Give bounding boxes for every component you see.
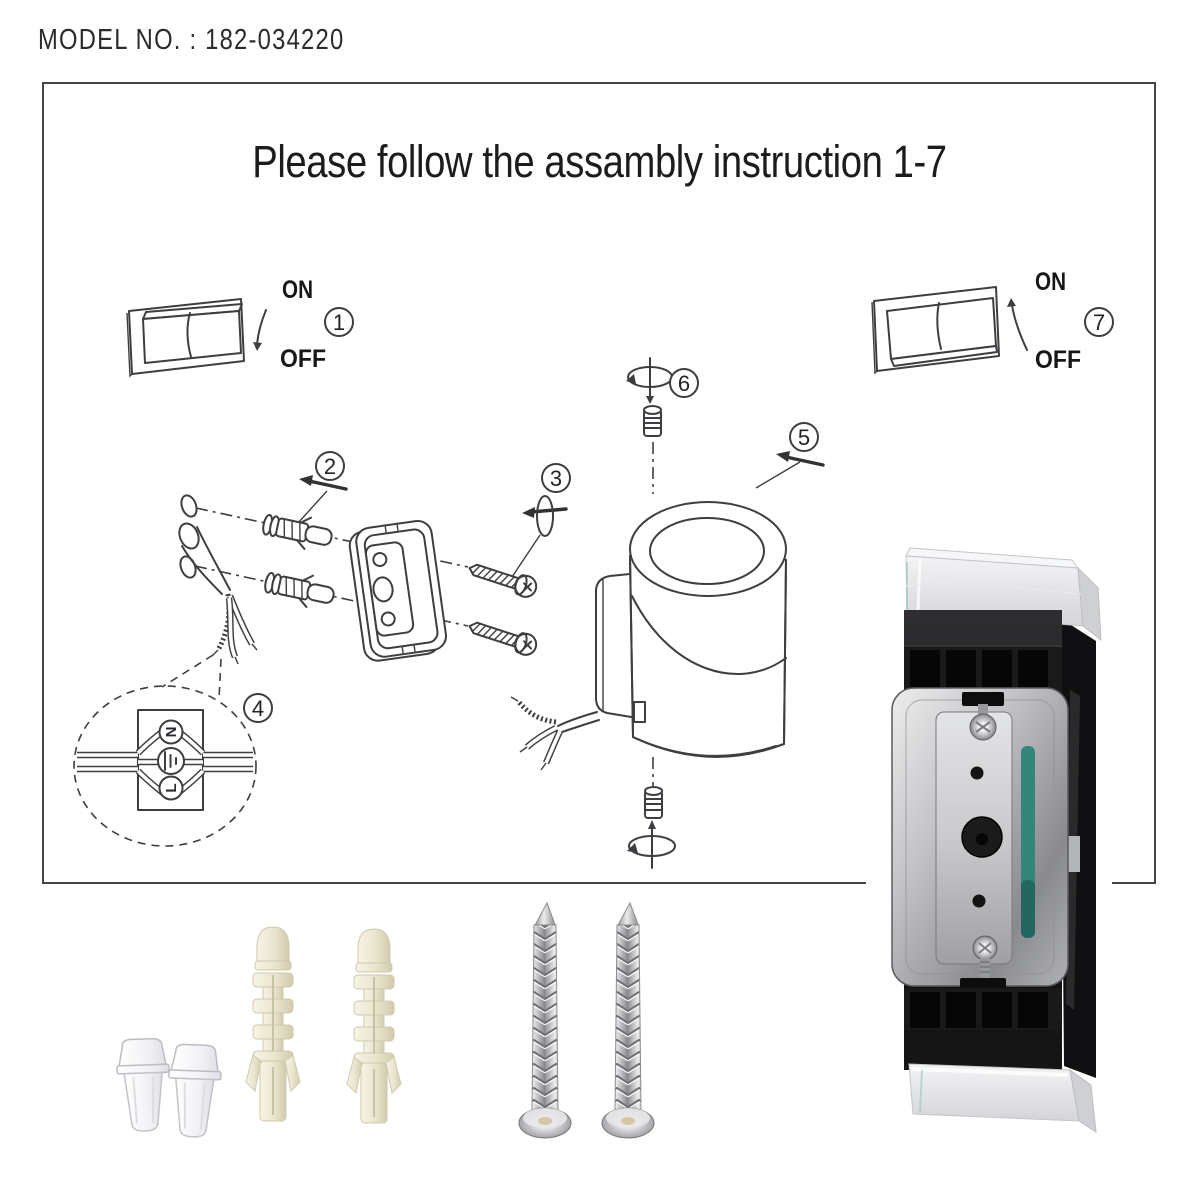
bracket-arm-tab [633,701,646,723]
step-badge-6: 6 [669,368,699,398]
model-number: MODEL NO. : 182-034220 [38,24,344,57]
wire-connector-photo-1 [116,1037,170,1132]
wall-cylinder-drawing [629,501,787,758]
callout-leader-2 [218,658,222,700]
wall-anchor-drawing-1 [262,513,333,550]
step-badge-1: 1 [324,307,354,337]
product-photo [866,536,1112,1148]
mounting-bracket-drawing [348,520,447,662]
set-screw-drawing-top [643,405,662,437]
set-screw-drawing-bottom [644,786,663,819]
step7-switch-drawing [871,286,1000,375]
step-badge-7: 7 [1084,307,1114,337]
step7-toggle-arrow [1007,298,1028,351]
terminal-l-label: L [163,783,180,792]
mounting-screw-drawing-2 [468,621,538,656]
step2-insert-arrow [297,475,348,524]
step1-toggle-arrow [253,309,267,351]
wall-anchor-photo-1 [245,926,301,1122]
photo-glass-top [905,547,1102,642]
svg-text:1: 1 [333,310,345,335]
bottom-rotate-icon [627,820,676,869]
photo-fins-bottom [904,988,1062,1034]
svg-text:7: 7 [1093,310,1105,335]
svg-text:6: 6 [678,371,690,396]
svg-text:2: 2 [324,454,336,479]
wire-connector-photo-2 [168,1043,222,1138]
photo-mounting-plate [891,687,1069,992]
photo-glass-bottom [908,1063,1097,1133]
step6-rotate-icon [626,357,673,404]
step1-switch-drawing [126,298,245,378]
step1-off-label: OFF [280,345,326,373]
panel-title-text: Please follow the assambly instruction 1… [251,136,947,187]
step7-on-label: ON [1035,268,1066,296]
fixture-wires-drawing [510,696,600,771]
step-badge-2: 2 [315,451,345,481]
wall-cable-drawing [178,522,258,665]
photo-fins-top [904,645,1062,694]
svg-text:3: 3 [550,466,562,491]
wall-holes [179,494,198,579]
svg-text:5: 5 [798,425,810,450]
callout-leader-1 [161,654,214,688]
terminal-live [158,775,184,801]
step-badge-4: 4 [243,693,273,723]
svg-text:4: 4 [252,696,264,721]
step7-off-label: OFF [1035,346,1081,374]
step3-rotate-icon [511,495,568,578]
step5-mount-arrow [755,451,825,489]
wall-anchor-photo-2 [346,928,402,1124]
panel-title: Please follow the assambly instruction 1… [42,136,1156,188]
step-badge-3: 3 [541,463,571,493]
earth-ground-icon [164,751,177,771]
wiring-callout-bubble: N L [73,685,257,847]
terminal-n-label: N [163,727,180,738]
step1-on-label: ON [282,276,313,304]
mounting-screw-photo-2 [601,901,655,1139]
model-number-text: MODEL NO. : 182-034220 [38,24,345,56]
step-badge-5: 5 [789,422,819,452]
mounting-screw-drawing-1 [468,563,538,598]
terminal-neutral [158,719,184,745]
mounting-screw-photo-1 [518,901,572,1139]
wall-anchor-drawing-2 [264,571,335,608]
